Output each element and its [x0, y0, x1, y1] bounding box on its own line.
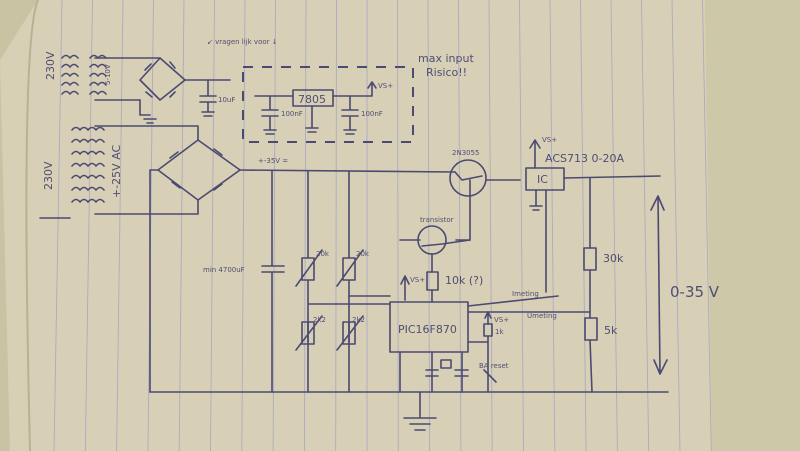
aux-cap-label: 10uF — [218, 96, 235, 104]
regulator-dashed-box — [242, 66, 414, 143]
driver-transistor-label: transistor — [420, 216, 454, 224]
reset-circuit — [467, 311, 497, 393]
ruled-line — [580, 0, 587, 451]
potentiometers — [295, 170, 391, 393]
main-primary-label: 230V — [42, 161, 55, 190]
ruled-line — [702, 0, 712, 451]
pot2-label: 20k — [356, 250, 370, 258]
current-sensor — [525, 139, 661, 293]
base-resistor-label: 10k (?) — [445, 274, 483, 287]
ruled-lines — [53, 0, 712, 451]
top-secondary-label: 5-10V — [104, 64, 112, 85]
regulator-label: 7805 — [298, 93, 326, 106]
main-transformer — [39, 125, 199, 219]
ruled-line — [53, 0, 63, 451]
power-transistor-label: 2N3055 — [452, 149, 480, 157]
divider-top-label: 30k — [603, 252, 624, 265]
ruled-line — [178, 0, 185, 451]
ruled-line — [488, 0, 493, 451]
reg-cap-out-label: 100nF — [361, 110, 383, 118]
ruled-line — [641, 0, 650, 451]
ruled-line — [272, 0, 276, 451]
reset-resistor-label: 1k — [495, 328, 504, 336]
reset-vs-label: VS+ — [494, 316, 509, 324]
top-transformer — [61, 54, 161, 101]
microcontroller-label: PIC16F870 — [398, 323, 457, 336]
ruled-line — [335, 0, 337, 451]
base-resistor — [400, 271, 439, 303]
dc-rail-label: +-35V = — [258, 157, 288, 165]
crystal-oscillator — [425, 359, 469, 377]
voltage-regulator — [254, 81, 377, 135]
note-top-arrow: ↙ vragen lijk voor ↓ — [207, 38, 278, 46]
ruled-line — [303, 0, 307, 451]
ruled-line — [241, 0, 246, 451]
ruled-line — [519, 0, 524, 451]
page-edge — [25, 0, 39, 451]
divider-bottom-label: 5k — [604, 324, 618, 337]
notebook-page — [0, 0, 712, 451]
current-sensor-label: ACS713 0-20A — [545, 152, 624, 165]
voltage-divider — [583, 177, 598, 393]
reg-cap-in-label: 100nF — [281, 110, 303, 118]
reset-switch-label: BA reset — [479, 362, 509, 370]
ruled-line — [397, 0, 399, 451]
output-range-label: 0-35 V — [670, 283, 720, 301]
driver-vs-label: VS+ — [410, 276, 425, 284]
small-bridge-rectifier — [139, 57, 231, 124]
ruled-line — [210, 0, 215, 451]
i-sense-label: Imeting — [512, 290, 539, 298]
driver-transistor — [399, 225, 471, 273]
current-sensor-box-label: IC — [537, 173, 548, 186]
v-sense-label: Umeting — [527, 312, 557, 320]
ruled-line — [549, 0, 556, 451]
aux-capacitor — [199, 79, 217, 117]
ground-rail — [149, 391, 669, 431]
ruled-line — [116, 0, 124, 451]
output-range-arrow — [650, 195, 668, 375]
page-shadow — [705, 0, 800, 451]
note-max-input: max input — [418, 52, 474, 65]
top-primary-label: 230V — [44, 51, 57, 80]
trim1-label: 2k2 — [313, 316, 326, 324]
current-sensor-vs-label: VS+ — [542, 136, 557, 144]
ruled-line — [610, 0, 618, 451]
vs-out-label: VS+ — [378, 82, 393, 90]
ruled-line — [671, 0, 681, 451]
note-risico: Risico!! — [426, 66, 467, 79]
pot1-label: 20k — [316, 250, 330, 258]
main-secondary-label: +-25V AC — [110, 144, 123, 198]
main-bridge-rectifier — [149, 139, 456, 393]
bulk-capacitor — [261, 170, 285, 393]
trim2-label: 2k2 — [352, 316, 365, 324]
bulk-cap-label: min 4700uF — [203, 266, 245, 274]
